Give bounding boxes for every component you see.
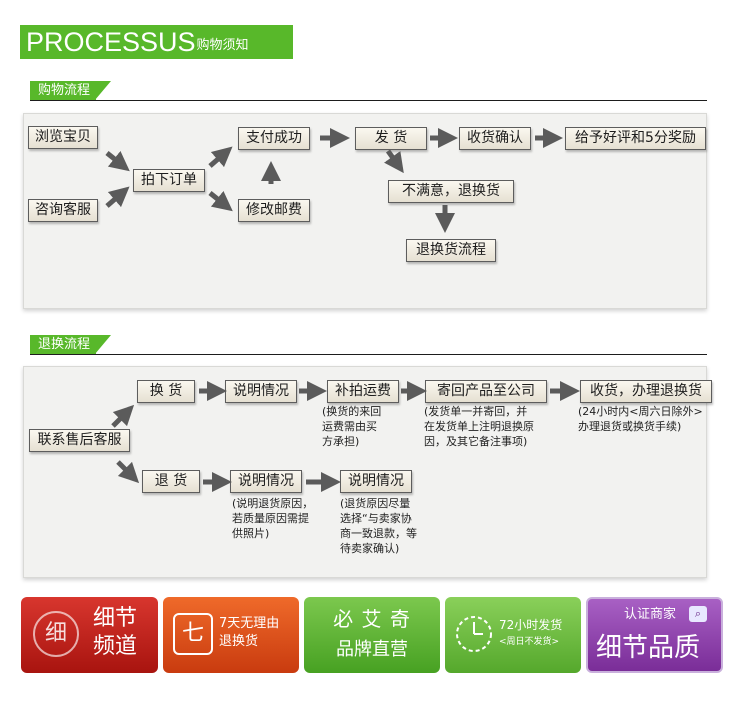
arrow-contact-refund <box>116 460 140 484</box>
badge-7day-return[interactable]: 七 7天无理由 退换货 <box>163 597 299 673</box>
note-line: (24小时内<周六日除外> <box>578 405 703 418</box>
badge-line2: 品牌直营 <box>336 639 408 660</box>
arrow-order-modify <box>208 190 233 212</box>
returns-flow-arrows <box>111 381 580 492</box>
magnifier-icon: ⌕ <box>689 606 707 622</box>
note-line: 因，及其它备注事项) <box>424 435 528 448</box>
badge-line2: 频道 <box>93 634 138 659</box>
note-refund-agree: (退货原因尽量 选择“与卖家协 商一致退款，等 待卖家确认) <box>340 496 450 556</box>
arrow-ship-unsatisfied <box>384 149 404 174</box>
badge-line1: 认证商家 <box>624 607 677 622</box>
badge-detail-channel[interactable]: 细 细节 频道 <box>21 597 158 673</box>
detail-seal-icon: 细 <box>33 611 79 657</box>
arrow-browse-order <box>105 150 130 172</box>
badge-line1: 必 艾 奇 <box>333 607 411 631</box>
step-receive-process: 收货，办理退换货 <box>580 380 712 403</box>
note-line: 方承担) <box>322 435 360 448</box>
note-line: (说明退货原因， <box>232 497 314 510</box>
step-consult: 咨询客服 <box>28 199 98 222</box>
step-ship: 发 货 <box>355 127 427 150</box>
shopping-flow-tab: 购物流程 <box>30 81 97 100</box>
arrow-contact-exchange <box>111 404 135 428</box>
note-line: (换货的来回 <box>322 405 382 418</box>
step-browse: 浏览宝贝 <box>28 126 98 149</box>
section-rule <box>30 354 707 355</box>
note-line: 若质量原因需提 <box>232 512 309 525</box>
step-unsatisfied: 不满意，退换货 <box>388 180 514 203</box>
step-send-back: 寄回产品至公司 <box>425 380 547 403</box>
seven-day-icon: 七 <box>173 613 213 655</box>
section-rule <box>30 100 707 101</box>
step-contact-service: 联系售后客服 <box>29 429 130 452</box>
badge-72h-shipping[interactable]: 72小时发货 <周日不发货> <box>445 597 581 673</box>
badge-line2: <周日不发货> <box>499 637 560 647</box>
note-line: 商一致退款，等 <box>340 527 417 540</box>
note-line: 供照片) <box>232 527 270 540</box>
step-return-flow[interactable]: 退换货流程 <box>406 239 496 262</box>
note-line: 在发货单上注明退换原 <box>424 420 534 433</box>
returns-flow-tab-label: 退换流程 <box>38 337 91 352</box>
clock-icon <box>456 616 492 652</box>
note-line: 选择“与卖家协 <box>340 512 412 525</box>
note-receive: (24小时内<周六日除外> 办理退货或换货手续) <box>578 404 708 434</box>
arrow-consult-order <box>105 186 130 208</box>
note-line: 待卖家确认) <box>340 542 400 555</box>
header-title: PROCESSUS <box>26 27 196 57</box>
note-line: (退货原因尽量 <box>340 497 411 510</box>
note-send-back: (发货单一并寄回，并 在发货单上注明退换原 因，及其它备注事项) <box>424 404 564 449</box>
arrow-order-pay <box>208 146 233 168</box>
returns-flow-tab: 退换流程 <box>30 335 97 354</box>
step-explain-refund: 说明情况 <box>230 470 302 493</box>
step-confirm-receipt: 收货确认 <box>459 127 531 150</box>
page-header: PROCESSUS 购物须知 <box>20 25 293 59</box>
step-explain-agree: 说明情况 <box>340 470 412 493</box>
badge-line2: 退换货 <box>219 634 259 649</box>
tab-tail <box>95 335 111 354</box>
badge-line2: 细节品质 <box>596 633 701 663</box>
tab-tail <box>95 81 111 100</box>
shopping-flow-tab-label: 购物流程 <box>38 83 91 98</box>
badge-line1: 72小时发货 <box>499 618 563 632</box>
step-shipping-fee: 补拍运费 <box>327 380 399 403</box>
badge-line1: 细节 <box>93 606 138 631</box>
note-line: 运费需由买 <box>322 420 377 433</box>
step-review: 给予好评和5分奖励 <box>565 127 706 150</box>
step-refund: 退 货 <box>142 470 200 493</box>
badge-brand-direct[interactable]: 必 艾 奇 品牌直营 <box>304 597 440 673</box>
header-subtitle: 购物须知 <box>196 38 249 53</box>
step-order: 拍下订单 <box>133 169 205 192</box>
step-modify-postage: 修改邮费 <box>238 199 310 222</box>
step-exchange: 换 货 <box>137 380 195 403</box>
note-line: (发货单一并寄回，并 <box>424 405 528 418</box>
note-line: 办理退货或换货手续) <box>578 420 682 433</box>
note-refund-reason: (说明退货原因， 若质量原因需提 供照片) <box>232 496 332 541</box>
badge-line1: 7天无理由 <box>219 616 280 631</box>
note-shipping-fee: (换货的来回 运费需由买 方承担) <box>322 404 402 449</box>
badge-certified-quality[interactable]: 认证商家 ⌕ 细节品质 <box>586 597 723 673</box>
shopping-flow-arrows <box>105 128 563 233</box>
step-pay: 支付成功 <box>238 127 310 150</box>
